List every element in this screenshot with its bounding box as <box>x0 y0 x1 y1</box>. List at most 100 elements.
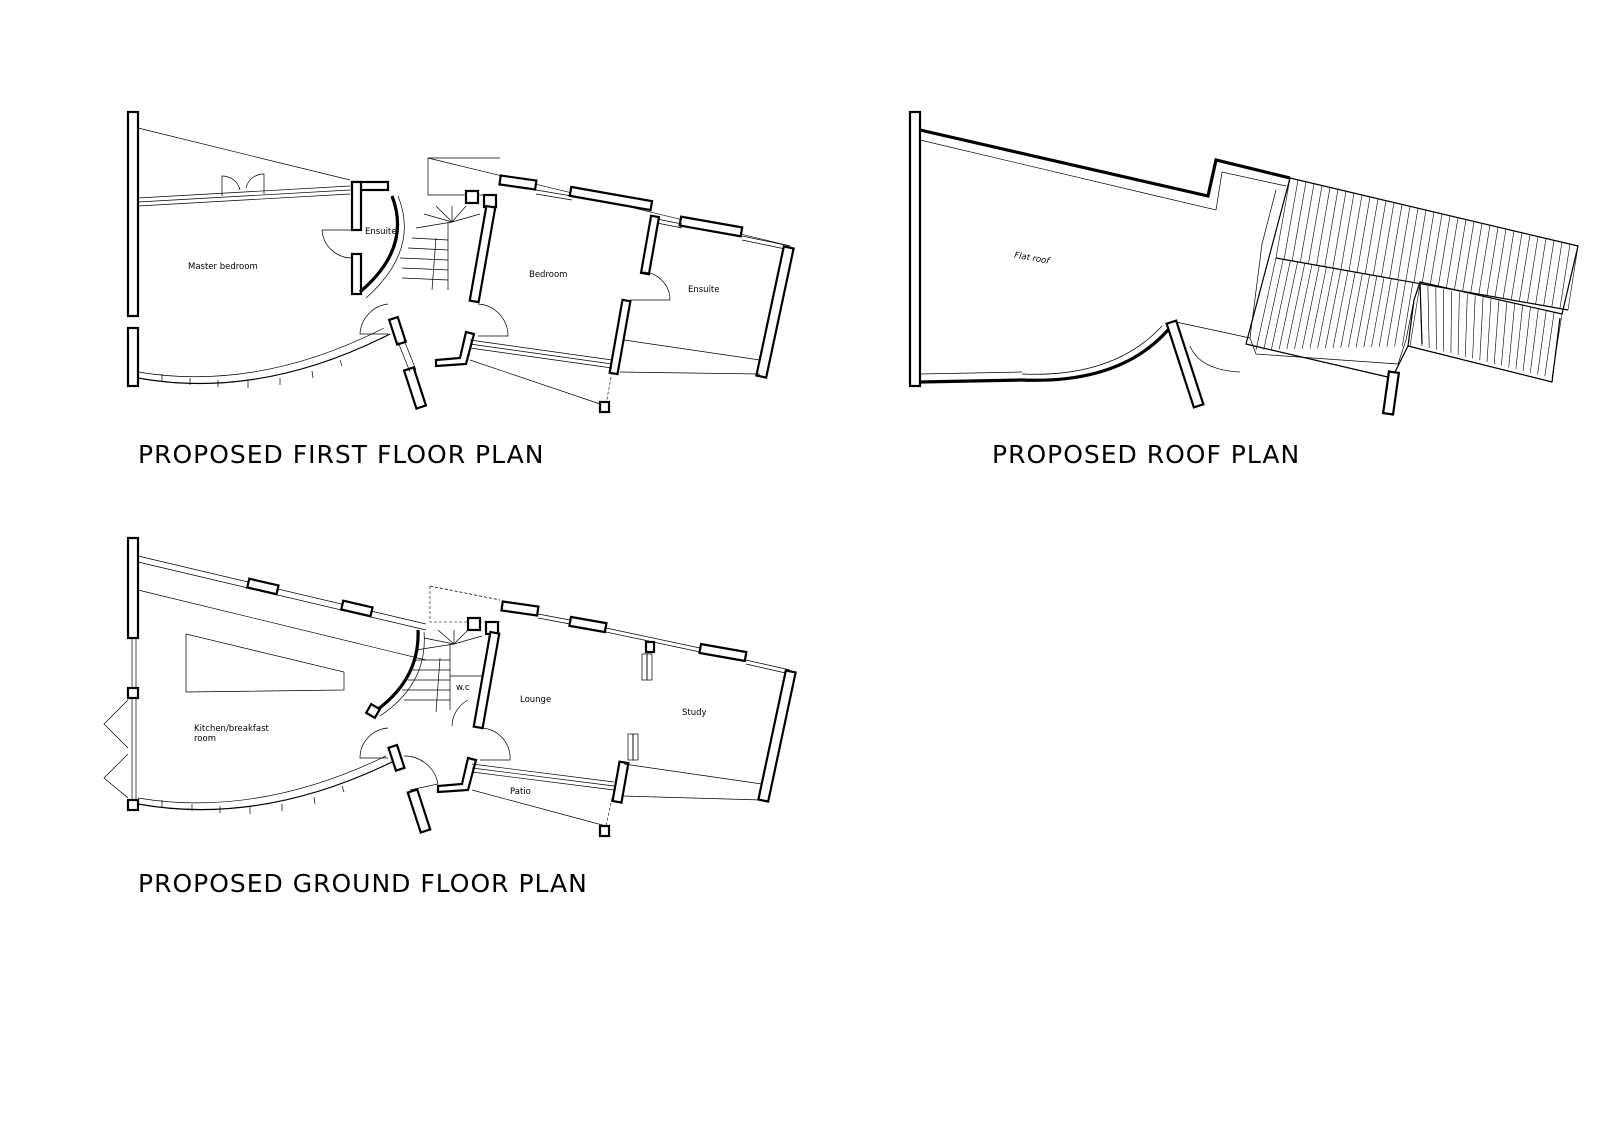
roof-tile-line <box>1465 293 1468 357</box>
front-door-wall <box>402 366 428 410</box>
ensuite-left-side-wall <box>350 180 363 232</box>
lounge-top-wall-b <box>568 615 608 634</box>
hall-door-swing <box>359 727 389 759</box>
roof-tile-line <box>1419 283 1423 347</box>
roof-tile-line <box>1409 283 1421 347</box>
front-door-line-b <box>403 339 417 371</box>
roof-tile-line <box>1340 193 1355 270</box>
roof-tile-line <box>1543 240 1555 306</box>
bifold-door-upper <box>103 699 129 749</box>
roof-tile-line <box>1355 274 1370 348</box>
hall-wall-right <box>468 204 497 304</box>
ground-top-pier-a <box>245 577 280 596</box>
roof-tile-line <box>1364 198 1379 274</box>
column-dashed <box>605 371 613 405</box>
roof-curved-edge <box>1021 328 1170 382</box>
roof-tile-line <box>1535 238 1547 305</box>
roof-tile-line <box>1397 206 1411 280</box>
ground-curved-window-inner <box>137 755 387 804</box>
study-bottom-line-b <box>621 795 763 801</box>
room-label-wc: w.c <box>456 683 470 693</box>
bedroom-top-wall-a <box>498 174 538 191</box>
lounge-window-a1 <box>537 613 571 621</box>
first-floor-stairs <box>399 157 500 291</box>
master-door-arc-left <box>221 175 241 196</box>
roof-tile-line <box>1501 302 1508 366</box>
roof-tile-line <box>1551 242 1563 308</box>
ensuite-window-b1 <box>741 235 791 247</box>
roof-bottom-edge-left <box>919 378 1023 384</box>
sliding-panel-bottom-b <box>632 733 639 761</box>
roof-bottom-edge-inner <box>919 371 1023 375</box>
roof-tile-line <box>1363 276 1378 348</box>
room-label-master-bedroom: Master bedroom <box>188 262 258 272</box>
ensuite-bottom-line-b <box>619 371 761 375</box>
roof-tile-line <box>1300 183 1315 263</box>
pitched-roof-inner <box>1249 189 1415 365</box>
bedroom-partition-lower <box>608 298 632 376</box>
ensuite-right-top-wall <box>678 215 744 238</box>
bedroom-window-a1 <box>535 189 573 197</box>
roof-tile-line <box>1429 213 1443 286</box>
ground-stair-wall-end <box>364 702 382 720</box>
roof-tile-line <box>1402 282 1414 347</box>
lounge-partition-top <box>644 640 656 654</box>
wc-wall-right <box>472 630 501 730</box>
roof-porch-line <box>1175 321 1251 339</box>
roof-tile-line <box>1332 270 1349 349</box>
ground-curved-window-outer <box>137 761 393 811</box>
ground-floor-title: PROPOSED GROUND FLOOR PLAN <box>138 869 588 898</box>
patio-edge <box>471 789 607 827</box>
first-floor-plan: Master bedroom Ensuite Bedroom Ensuite P… <box>126 110 795 469</box>
ground-porch-wall <box>436 756 478 794</box>
front-door-swing <box>403 755 439 791</box>
landing-post <box>387 315 408 346</box>
roof-tile-line <box>1508 303 1515 368</box>
roof-tile-line <box>1394 281 1406 347</box>
roof-title: PROPOSED ROOF PLAN <box>992 440 1300 469</box>
room-label-ensuite-left: Ensuite <box>365 227 397 237</box>
roof-tile-line <box>1340 272 1356 348</box>
roof-tile-line <box>1544 312 1555 377</box>
ground-top-wall-a <box>137 555 427 625</box>
room-label-ensuite-right: Ensuite <box>688 285 720 295</box>
column-post <box>598 400 611 414</box>
bedroom-bottom-line-b <box>469 343 613 365</box>
roof-tile-line <box>1308 185 1323 264</box>
roof-tile-line <box>1294 264 1313 350</box>
roof-tile-line <box>1494 228 1507 298</box>
ground-front-door-wall <box>406 788 432 834</box>
ground-curved-stair-wall <box>373 629 420 714</box>
roof-tile-line <box>1559 244 1571 309</box>
master-window-line-c <box>137 193 351 207</box>
roof-tile-line <box>1291 181 1307 261</box>
roof-tile-line <box>1324 189 1339 267</box>
bedroom-door-swing <box>477 303 509 337</box>
roof-tile-line <box>1435 287 1437 350</box>
roof-tile-line <box>1454 219 1467 290</box>
lounge-top-wall-a <box>500 600 540 617</box>
bedroom-bottom-line-a <box>469 339 613 361</box>
roof-tile-line <box>1316 187 1331 266</box>
roof-tile-line <box>1486 227 1499 296</box>
first-floor-left-wall-lower <box>126 326 140 388</box>
balcony-edge <box>469 359 607 407</box>
ground-dashed-outline <box>429 585 501 601</box>
roof-tile-line <box>1309 267 1327 349</box>
hall-post <box>387 743 406 773</box>
roof-hatching <box>1255 177 1579 379</box>
ground-curved-mullions <box>161 785 345 814</box>
roof-tile-line <box>1450 290 1452 354</box>
roof-tile-line <box>1478 225 1491 295</box>
porch-wall <box>434 330 476 368</box>
master-curved-mullions <box>161 359 343 388</box>
sliding-panel-top-b <box>646 653 653 681</box>
roof-tile-line <box>1263 259 1284 350</box>
patio-line-a <box>471 763 615 783</box>
roof-tile-line <box>1470 223 1483 293</box>
bedroom-window-a2 <box>535 193 573 201</box>
ground-column-dashed <box>605 797 613 827</box>
room-label-patio: Patio <box>510 787 531 797</box>
patio-line-c <box>471 771 615 791</box>
